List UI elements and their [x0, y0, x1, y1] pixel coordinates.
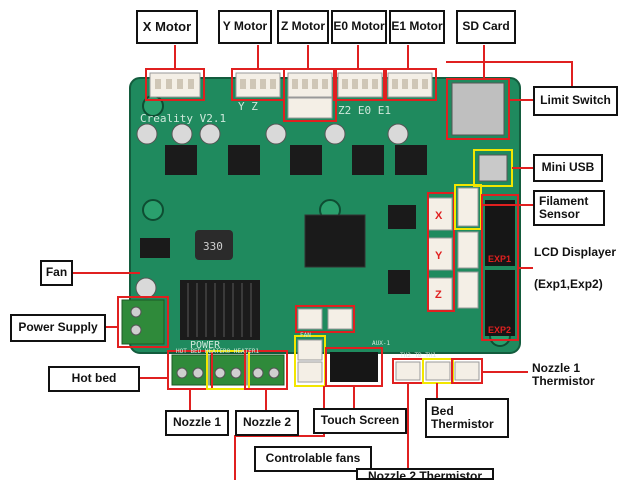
limit-switch-text: Limit Switch — [540, 93, 611, 108]
bottom-silk: HOT BED HEATER0 HEATER1 — [176, 348, 259, 355]
lcd-displayer-line1: LCD Displayer — [534, 245, 617, 259]
nozzle-1-thermistor-label: Nozzle 1 Thermistor — [528, 358, 628, 392]
thermistor-connectors — [392, 358, 483, 384]
nozzle-1-thermistor-line2: Thermistor — [532, 374, 595, 388]
z2-motor-connector — [287, 97, 333, 119]
exp2-header — [485, 270, 515, 336]
lcd-displayer-line2: (Exp1,Exp2) — [534, 277, 603, 291]
regulator — [140, 238, 170, 258]
x-motor-label: X Motor — [136, 10, 198, 44]
limit-switch-label: Limit Switch — [533, 86, 618, 116]
sd-card-highlight — [446, 78, 510, 140]
touch-screen-header — [330, 352, 378, 382]
limit-y-label: Y — [435, 250, 443, 262]
power-silk: POWER — [190, 340, 221, 351]
nozzle-2-thermistor-label: Nozzle 2 Thermistor — [356, 468, 494, 480]
fan-text: Fan — [45, 265, 68, 280]
bed-thermistor-line1: Bed — [431, 403, 454, 418]
bed-thermistor-line2: Thermistor — [431, 417, 494, 431]
mini-usb-port — [478, 154, 508, 182]
y-motor-text: Y Motor — [222, 19, 268, 34]
fan-silk: FAN — [300, 332, 311, 339]
filament-sensor-line2: Sensor — [539, 207, 580, 221]
x-motor-text: X Motor — [142, 18, 192, 34]
controlable-fans-label: Controlable fans — [254, 446, 372, 472]
hot-bed-label: Hot bed — [48, 366, 140, 392]
silkscreen-axes-right: Z2 E0 E1 — [338, 104, 391, 117]
nozzle-2-thermistor-text: Nozzle 2 Thermistor — [367, 469, 483, 480]
hot-bed-text: Hot bed — [71, 371, 117, 386]
limit-z-label: Z — [435, 289, 442, 301]
stepper-drivers — [165, 145, 427, 175]
mosfet-heatsink — [180, 280, 260, 340]
filament-sensor-connector — [457, 187, 479, 227]
silkscreen-title: Creality V2.1 — [140, 112, 226, 125]
filament-sensor-label: Filament Sensor — [533, 190, 605, 226]
fan-connectors — [294, 305, 355, 387]
callout-lines — [72, 45, 573, 480]
fan-label: Fan — [40, 260, 73, 286]
exp2-text: EXP2 — [488, 325, 511, 335]
exp1-text: EXP1 — [488, 254, 511, 264]
silkscreen-axes: Y Z — [238, 100, 258, 113]
limit-x-label: X — [435, 210, 443, 222]
limit-switch-connectors — [427, 192, 455, 312]
e0-motor-text: E0 Motor — [333, 19, 385, 34]
mounting-hole — [142, 199, 164, 221]
nozzle-1-label: Nozzle 1 — [165, 410, 229, 436]
nozzle-1-thermistor-line1: Nozzle 1 — [532, 360, 581, 375]
bed-thermistor-label: Bed Thermistor — [425, 398, 509, 438]
y-motor-label: Y Motor — [218, 10, 272, 44]
power-terminal — [121, 299, 165, 345]
lcd-displayer-label: LCD Displayer (Exp1,Exp2) — [530, 236, 636, 292]
power-supply-label: Power Supply — [10, 314, 106, 342]
inductor-text: 330 — [203, 240, 223, 253]
power-terminal-highlight — [117, 296, 169, 348]
e0-motor-highlight — [333, 68, 387, 101]
power-supply-text: Power Supply — [18, 320, 98, 335]
sd-card-text: SD Card — [462, 19, 510, 34]
touch-screen-text: Touch Screen — [320, 413, 400, 428]
e1-motor-label: E1 Motor — [389, 10, 445, 44]
mcu-chip — [304, 214, 366, 268]
e0-motor-label: E0 Motor — [331, 10, 387, 44]
nozzle-2-text: Nozzle 2 — [242, 415, 291, 430]
controlable-fans-text: Controlable fans — [265, 451, 361, 466]
motor-connectors — [149, 72, 433, 119]
z-motor-label: Z Motor — [277, 10, 329, 44]
mini-usb-label: Mini USB — [533, 154, 603, 182]
e1-motor-highlight — [383, 68, 437, 101]
capacitors — [135, 123, 409, 299]
aux-silk: AUX-1 — [372, 340, 390, 347]
z-motor-highlight — [283, 68, 337, 122]
mini-usb-text: Mini USB — [541, 160, 595, 175]
sd-card-slot — [451, 82, 505, 136]
e1-motor-text: E1 Motor — [391, 19, 443, 34]
heater-terminals — [167, 350, 288, 390]
inductor — [195, 230, 233, 260]
th-silk: TH2 TB TH1 — [400, 352, 437, 359]
z-motor-text: Z Motor — [281, 19, 325, 34]
filament-sensor-line1: Filament — [539, 193, 589, 208]
exp1-header — [485, 200, 515, 266]
nozzle-2-label: Nozzle 2 — [235, 410, 299, 436]
sd-card-label: SD Card — [456, 10, 516, 44]
nozzle-1-text: Nozzle 1 — [172, 415, 221, 430]
touch-screen-label: Touch Screen — [313, 408, 407, 434]
